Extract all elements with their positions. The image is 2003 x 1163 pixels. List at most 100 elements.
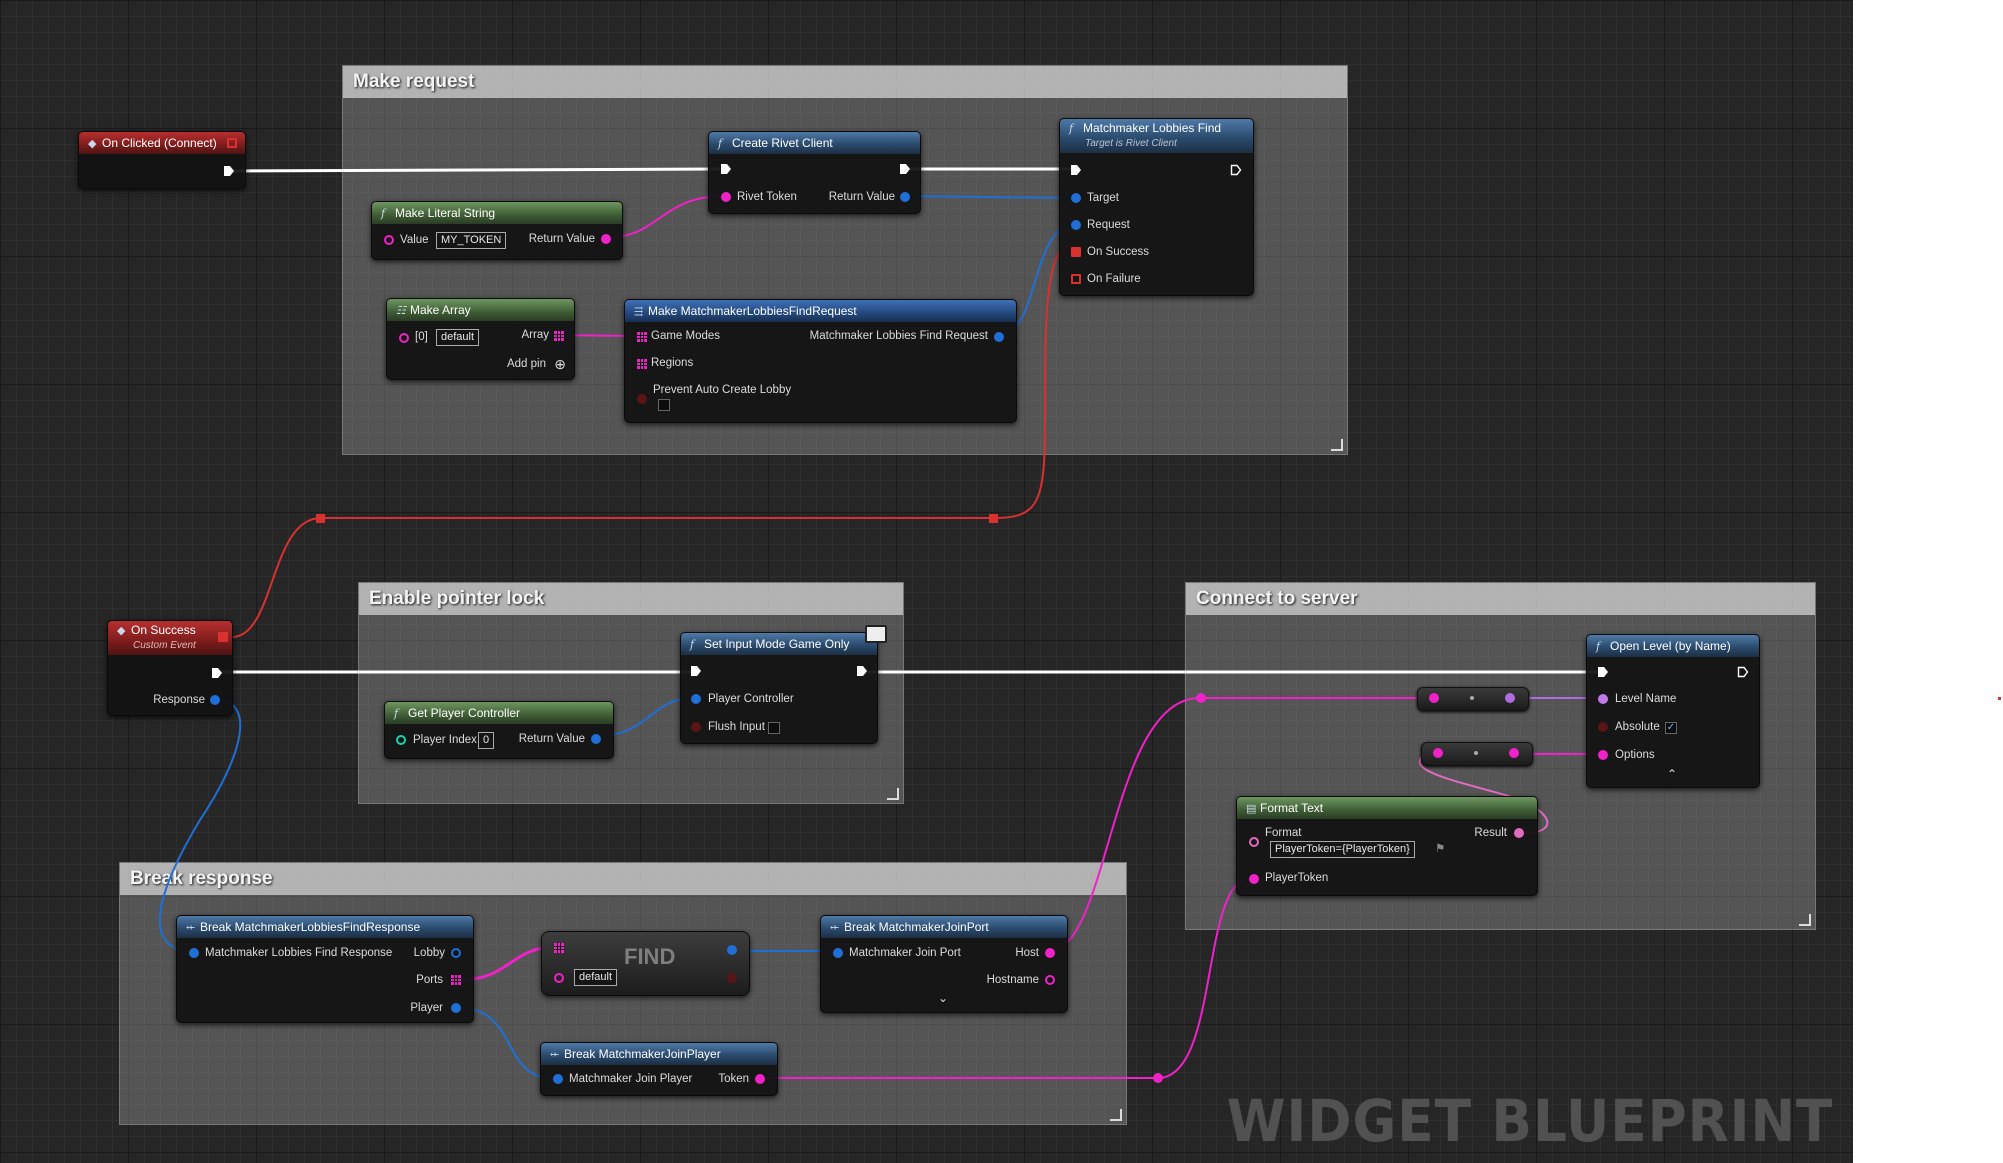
return-value-pin[interactable]	[900, 192, 910, 202]
request-pin[interactable]	[1071, 220, 1081, 230]
node-title: Get Player Controller	[408, 706, 521, 720]
request-out-pin[interactable]	[994, 332, 1004, 342]
value-field[interactable]: default	[436, 329, 480, 346]
options-pin[interactable]	[1598, 750, 1608, 760]
add-pin-label[interactable]: Add pin	[506, 358, 546, 370]
pin-label: Hostname	[986, 974, 1039, 986]
on-success-pin[interactable]	[1071, 247, 1081, 257]
reroute-out-pin[interactable]	[1509, 748, 1519, 758]
key-field[interactable]: default	[574, 969, 618, 986]
exec-out-pin[interactable]	[1230, 164, 1242, 176]
exec-out-pin[interactable]	[899, 163, 911, 175]
array-element-pin[interactable]	[399, 333, 409, 343]
pin-label: Ports	[416, 974, 443, 986]
value-field[interactable]: MY_TOKEN	[436, 232, 507, 249]
resize-grip-icon[interactable]	[887, 788, 899, 800]
exec-out-pin[interactable]	[856, 665, 868, 677]
pin-label: [0]	[415, 331, 428, 343]
response-pin[interactable]	[210, 695, 220, 705]
rivet-token-pin[interactable]	[721, 192, 731, 202]
format-field[interactable]: PlayerToken={PlayerToken}	[1270, 841, 1415, 858]
node-header: ⇷Break MatchmakerJoinPort	[821, 916, 1067, 938]
blueprint-graph-canvas[interactable]: Make request Enable pointer lock Connect…	[0, 0, 1853, 1163]
target-pin[interactable]	[1071, 193, 1081, 203]
exec-in-pin[interactable]	[720, 163, 732, 175]
player-token-pin[interactable]	[1249, 874, 1259, 884]
node-format-text[interactable]: ▤Format Text Format PlayerToken={PlayerT…	[1236, 796, 1538, 896]
value-out-pin[interactable]	[727, 945, 737, 955]
flush-input-pin[interactable]	[691, 722, 701, 732]
string-wire	[1048, 697, 1429, 952]
lobby-pin[interactable]	[451, 948, 461, 958]
chevron-down-icon[interactable]: ⌄	[938, 991, 949, 1005]
exec-in-pin[interactable]	[690, 665, 702, 677]
player-index-pin[interactable]	[396, 735, 406, 745]
host-pin[interactable]	[1045, 948, 1055, 958]
prevent-auto-create-checkbox[interactable]	[658, 399, 670, 411]
pin-label: Player Index	[413, 734, 477, 746]
player-index-field[interactable]: 0	[478, 732, 495, 749]
absolute-checkbox[interactable]: ✓	[1665, 722, 1677, 734]
value-pin[interactable]	[384, 235, 394, 245]
exec-out-pin[interactable]	[1737, 666, 1749, 678]
key-pin[interactable]	[554, 973, 564, 983]
array-out-pin[interactable]	[554, 331, 564, 341]
hostname-pin[interactable]	[1045, 975, 1055, 985]
reroute-out-pin[interactable]	[1505, 693, 1515, 703]
found-pin[interactable]	[727, 973, 737, 983]
exec-in-pin[interactable]	[1597, 666, 1609, 678]
join-port-in-pin[interactable]	[833, 948, 843, 958]
resize-grip-icon[interactable]	[1331, 439, 1343, 451]
response-in-pin[interactable]	[189, 948, 199, 958]
player-controller-pin[interactable]	[691, 694, 701, 704]
reroute-in-pin[interactable]	[1433, 748, 1443, 758]
ports-pin[interactable]	[451, 975, 461, 985]
prevent-auto-create-pin[interactable]	[637, 394, 647, 404]
node-make-array[interactable]: ☷Make Array [0] default Array Add pin ⊕	[386, 298, 575, 380]
regions-pin[interactable]	[637, 359, 647, 369]
exec-out-pin[interactable]	[223, 165, 235, 177]
delegate-pin[interactable]	[227, 138, 237, 148]
node-find[interactable]: FIND default	[541, 931, 750, 996]
join-player-in-pin[interactable]	[553, 1074, 563, 1084]
node-make-lobbies-find-request[interactable]: ⇶Make MatchmakerLobbiesFindRequest Game …	[624, 299, 1017, 423]
format-pin[interactable]	[1249, 837, 1259, 847]
exec-out-pin[interactable]	[211, 667, 223, 679]
node-break-join-port[interactable]: ⇷Break MatchmakerJoinPort Matchmaker Joi…	[820, 915, 1068, 1013]
flush-input-checkbox[interactable]	[768, 722, 780, 734]
exec-in-pin[interactable]	[1070, 164, 1082, 176]
game-modes-pin[interactable]	[637, 332, 647, 342]
return-value-pin[interactable]	[591, 734, 601, 744]
token-pin[interactable]	[755, 1074, 765, 1084]
absolute-pin[interactable]	[1598, 722, 1608, 732]
resize-grip-icon[interactable]	[1110, 1109, 1122, 1121]
format-text-icon: ▤	[1246, 802, 1257, 815]
return-value-pin[interactable]	[601, 234, 611, 244]
pin-label: Format	[1265, 827, 1302, 839]
player-pin[interactable]	[451, 1003, 461, 1013]
node-on-clicked-connect[interactable]: ◆On Clicked (Connect)	[78, 131, 246, 189]
on-failure-pin[interactable]	[1071, 274, 1081, 284]
target-map-pin[interactable]	[554, 943, 564, 953]
add-pin-icon[interactable]: ⊕	[554, 356, 566, 372]
chevron-up-icon[interactable]: ⌃	[1667, 767, 1678, 781]
reroute-in-pin[interactable]	[1429, 693, 1439, 703]
level-name-pin[interactable]	[1598, 694, 1608, 704]
pin-label: Target	[1087, 192, 1119, 204]
pin-label: PlayerToken	[1265, 872, 1329, 884]
resize-grip-icon[interactable]	[1799, 914, 1811, 926]
result-pin[interactable]	[1514, 828, 1524, 838]
node-break-join-player[interactable]: ⇷Break MatchmakerJoinPlayer Matchmaker J…	[540, 1042, 778, 1096]
node-break-lobbies-find-response[interactable]: ⇷Break MatchmakerLobbiesFindResponse Mat…	[176, 915, 474, 1023]
delegate-pin[interactable]	[218, 632, 228, 642]
